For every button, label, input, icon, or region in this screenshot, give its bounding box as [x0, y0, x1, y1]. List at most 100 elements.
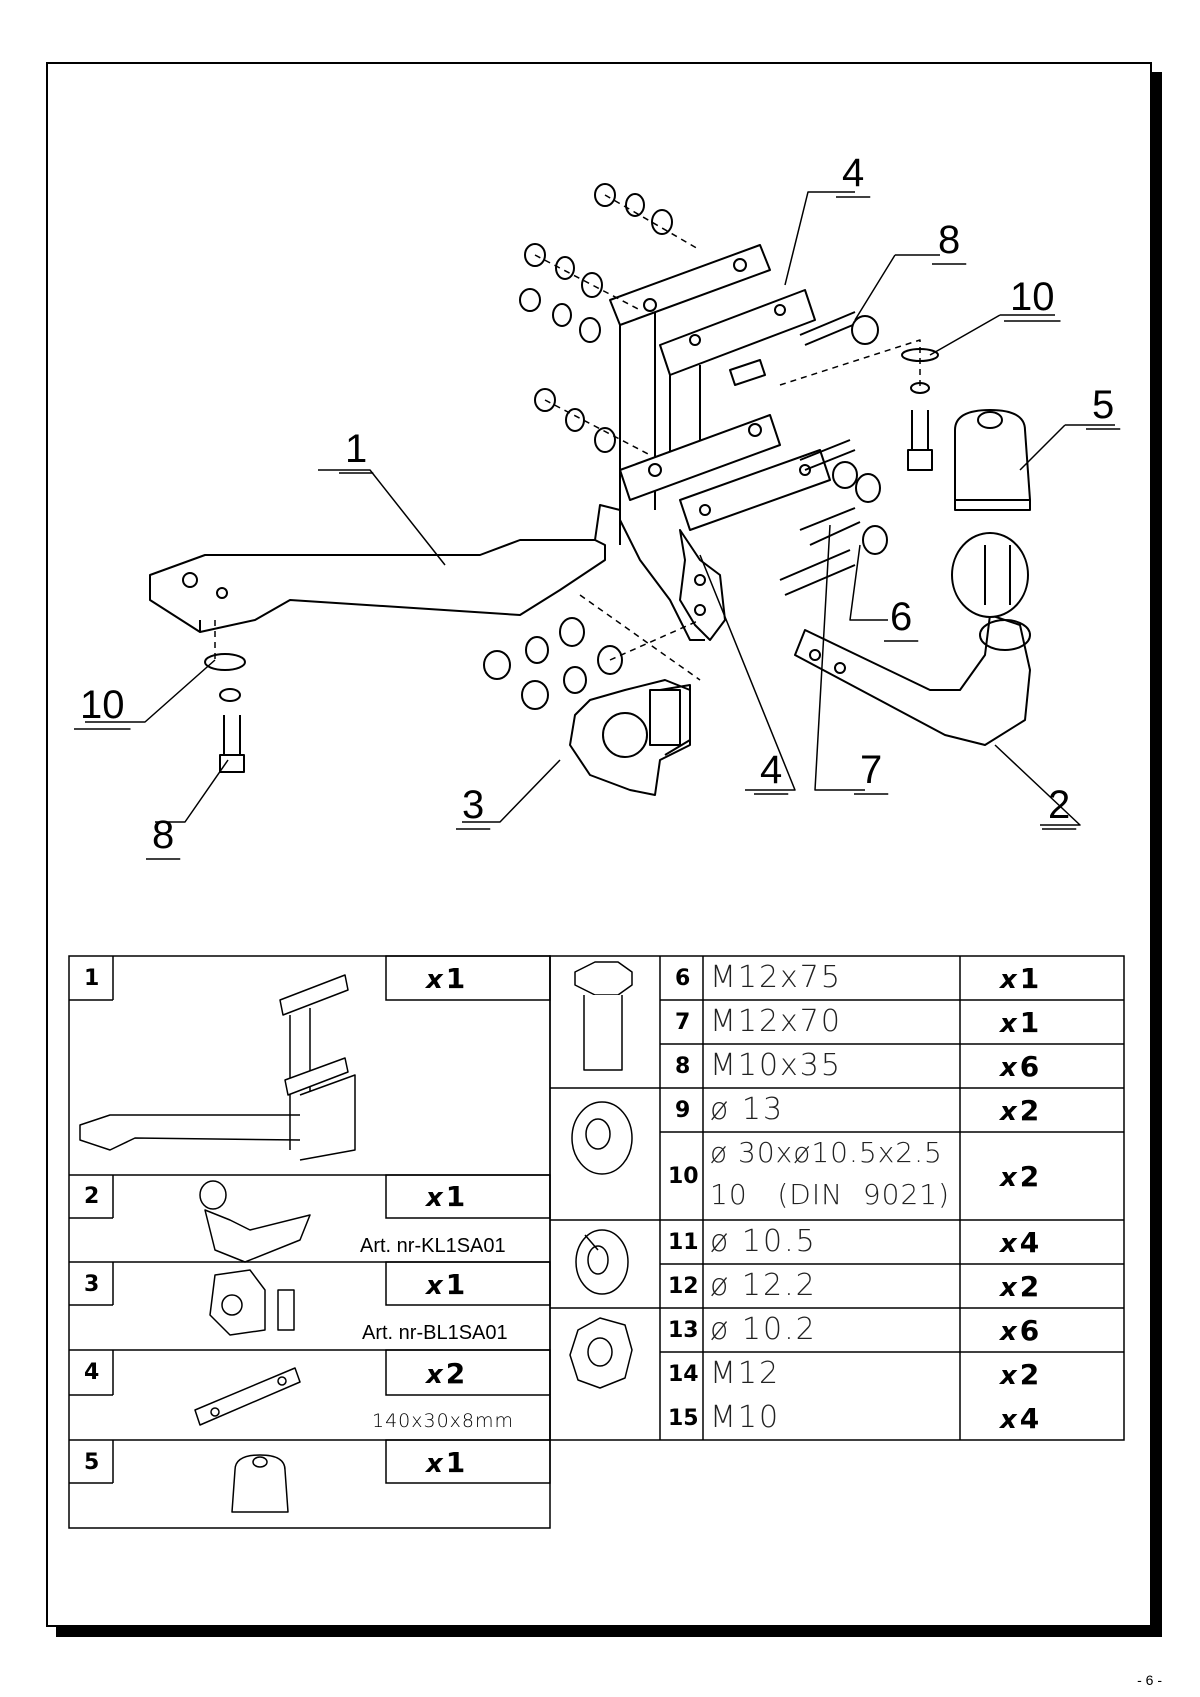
- part-4-number: 4: [84, 1360, 100, 1385]
- callout-10-right: 10: [1010, 275, 1055, 319]
- qty-multiplier: x: [1000, 1405, 1017, 1435]
- qty-value: 1: [1019, 1006, 1040, 1039]
- qty-multiplier: x: [426, 1183, 443, 1213]
- leader-lines: [85, 191, 1115, 826]
- part-7-desc: M12x70: [710, 1004, 842, 1039]
- qty-multiplier: x: [1000, 965, 1017, 995]
- qty-multiplier: x: [1000, 1361, 1017, 1391]
- spring-washer-icon: [575, 1229, 629, 1295]
- part-5-number: 5: [84, 1450, 100, 1475]
- qty-value: 4: [1019, 1226, 1040, 1259]
- part-9-number: 9: [675, 1098, 691, 1123]
- part-15-desc: M10: [710, 1400, 781, 1435]
- thumb-socket-plate: [209, 1269, 295, 1336]
- part-14-number: 14: [668, 1362, 699, 1387]
- qty-value: 2: [445, 1357, 466, 1390]
- part-12-number: 12: [668, 1274, 699, 1299]
- qty-value: 1: [1019, 962, 1040, 995]
- bolts: [204, 311, 939, 773]
- qty-value: 6: [1019, 1314, 1040, 1347]
- qty-multiplier: x: [1000, 1163, 1017, 1193]
- qty-value: 2: [1019, 1094, 1040, 1127]
- part-14-desc: M12: [710, 1356, 781, 1391]
- bracket-plates: [609, 244, 831, 641]
- qty-value: 1: [445, 1180, 466, 1213]
- lower-fastener-stack: [483, 617, 623, 710]
- part-15-number: 15: [668, 1406, 699, 1431]
- thumb-crossbar: [79, 974, 356, 1161]
- qty-multiplier: x: [1000, 1009, 1017, 1039]
- callout-5: 5: [1092, 383, 1114, 427]
- part-9-desc: ø 13: [710, 1092, 785, 1127]
- qty-multiplier: x: [426, 1271, 443, 1301]
- qty-value: 1: [445, 1268, 466, 1301]
- part-1-number: 1: [84, 966, 100, 991]
- qty-value: 1: [445, 1446, 466, 1479]
- part-13-number: 13: [668, 1318, 699, 1343]
- part-11-desc: ø 10.5: [710, 1224, 817, 1259]
- part-4-dimension: 140x30x8mm: [372, 1410, 515, 1432]
- callout-3: 3: [462, 783, 484, 827]
- washer-icon: [571, 1101, 633, 1175]
- part-6-number: 6: [675, 966, 691, 991]
- bolt-icon: [574, 961, 633, 1071]
- callout-8-left: 8: [152, 813, 174, 857]
- part-8-desc: M10x35: [710, 1048, 842, 1083]
- qty-value: 1: [445, 962, 466, 995]
- upper-fastener-stack: [519, 183, 673, 453]
- callout-6: 6: [890, 595, 912, 639]
- part-13-desc: ø 10.2: [710, 1312, 817, 1347]
- qty-multiplier: x: [1000, 1097, 1017, 1127]
- qty-value: 4: [1019, 1402, 1040, 1435]
- thumb-towball-arm: [199, 1180, 311, 1263]
- part-2-article: Art. nr-KL1SA01: [360, 1235, 506, 1257]
- qty-multiplier: x: [1000, 1273, 1017, 1303]
- part-6-desc: M12x75: [710, 960, 842, 995]
- callout-4-bottom: 4: [760, 748, 782, 792]
- callout-7: 7: [860, 748, 882, 792]
- part-3-article: Art. nr-BL1SA01: [362, 1322, 508, 1344]
- towball-arm: [794, 532, 1031, 746]
- socket-plate: [569, 679, 691, 796]
- qty-multiplier: x: [426, 1360, 443, 1390]
- alignment-lines: [214, 194, 921, 681]
- qty-multiplier: x: [426, 1449, 443, 1479]
- part-10-desc: ø 30xø10.5x2.5: [710, 1136, 943, 1169]
- part-10-number: 10: [668, 1164, 699, 1189]
- thumb-flat-plate: [194, 1367, 301, 1426]
- thumb-ball-cap: [231, 1454, 289, 1513]
- part-7-number: 7: [675, 1010, 691, 1035]
- part-12-desc: ø 12.2: [710, 1268, 817, 1303]
- part-2-number: 2: [84, 1184, 100, 1209]
- page-number: - 6 -: [1137, 1672, 1162, 1688]
- nut-icon: [569, 1317, 633, 1389]
- part-11-number: 11: [668, 1230, 699, 1255]
- qty-multiplier: x: [1000, 1229, 1017, 1259]
- qty-value: 2: [1019, 1270, 1040, 1303]
- qty-multiplier: x: [1000, 1317, 1017, 1347]
- qty-value: 6: [1019, 1050, 1040, 1083]
- callout-1: 1: [345, 427, 367, 471]
- part-3-number: 3: [84, 1272, 100, 1297]
- qty-multiplier: x: [426, 965, 443, 995]
- part-8-number: 8: [675, 1054, 691, 1079]
- crossbar-part: [149, 504, 621, 633]
- qty-value: 2: [1019, 1160, 1040, 1193]
- callout-10-left: 10: [80, 683, 125, 727]
- callout-2: 2: [1048, 783, 1070, 827]
- exploded-diagram: 1 2 3 4 4 5 6 7 8 8 10 10: [74, 151, 1121, 860]
